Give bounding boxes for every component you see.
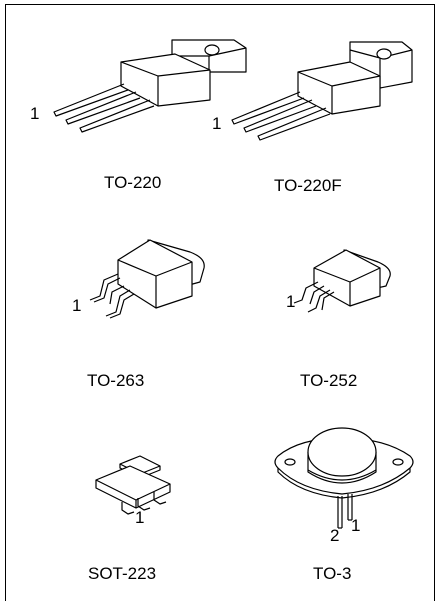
to-263-pin-label: 1 [72,296,82,315]
to-263-label: TO-263 [87,371,145,390]
to-220f-pin-label: 1 [212,114,222,133]
to-3-pin-label-1: 1 [351,516,361,535]
to-3-pin-label-2: 2 [330,526,340,545]
to-263-drawing [89,239,205,319]
to-220-drawing [53,39,247,133]
to-3-drawing [274,427,414,529]
sot-223-drawing [95,455,171,515]
to-220-label: TO-220 [104,173,162,192]
to-220-pin-label: 1 [30,104,40,123]
sot-223-label: SOT-223 [88,564,157,583]
to-252-pin-label: 1 [286,292,296,311]
diagram-border [5,4,435,601]
to-220f-drawing [231,41,413,141]
to-252-label: TO-252 [300,371,358,390]
to-220f-label: TO-220F [274,176,342,195]
sot-223-pin-label: 1 [135,508,145,527]
to-3-label: TO-3 [313,564,352,583]
to-252-drawing [293,249,391,313]
